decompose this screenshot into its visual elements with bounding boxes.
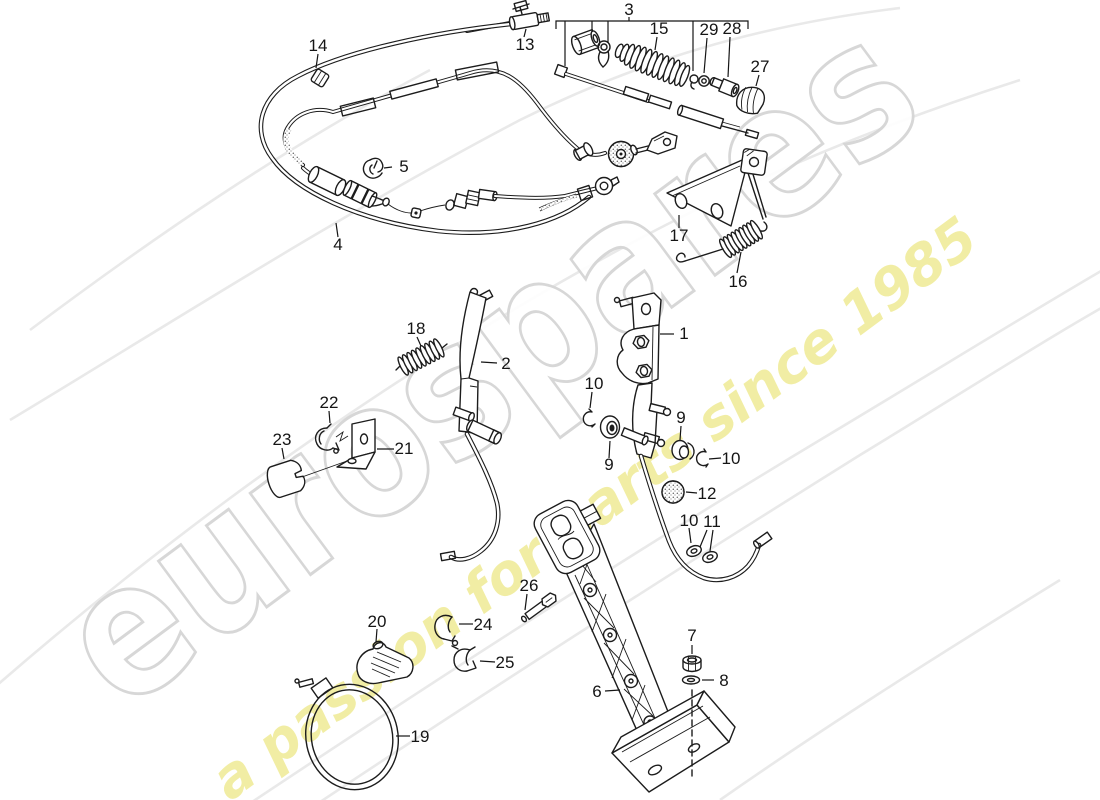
part-label-17: 17 (670, 226, 689, 245)
part-label-10b: 10 (722, 449, 741, 468)
part-label-20: 20 (368, 612, 387, 631)
part-label-3: 3 (624, 0, 633, 19)
cap-12 (661, 480, 685, 504)
part-label-16: 16 (729, 272, 748, 291)
part-label-5: 5 (399, 157, 408, 176)
part-label-12: 12 (698, 484, 717, 503)
part-label-4: 4 (333, 235, 342, 254)
grommet-23 (266, 459, 306, 499)
part-labels: 3 13 14 15 29 28 27 5 4 17 16 18 2 1 10 … (273, 0, 770, 746)
part-label-7: 7 (687, 626, 696, 645)
lever-2-group (395, 287, 503, 562)
pedal-6-group (294, 499, 736, 793)
part-label-18: 18 (407, 319, 426, 338)
part-label-1: 1 (679, 324, 688, 343)
keeper-clip (689, 74, 699, 90)
cable-end-sleeve (307, 165, 347, 197)
spring-16 (675, 219, 768, 263)
part-label-15: 15 (650, 19, 669, 38)
part-label-11: 11 (703, 512, 721, 531)
part-label-10a: 10 (585, 374, 604, 393)
nut-7 (682, 655, 702, 673)
part-label-21: 21 (395, 439, 414, 458)
adjuster-r-clip (597, 40, 611, 68)
part-label-28: 28 (723, 19, 742, 38)
part-label-9b: 9 (676, 408, 685, 427)
part-label-23: 23 (273, 430, 292, 449)
part-label-27: 27 (751, 57, 770, 76)
part-label-25: 25 (496, 653, 515, 672)
pedal-pad (533, 499, 601, 575)
part-label-26: 26 (520, 576, 539, 595)
washer-29 (698, 75, 710, 87)
pedal-rubber-20 (356, 640, 414, 685)
adjuster-exploded-group (553, 28, 766, 140)
bracket-17-group (666, 148, 768, 263)
part-label-13: 13 (516, 35, 535, 54)
cable-adjuster-13 (508, 0, 551, 31)
pedal-base (611, 689, 736, 793)
washer-8 (681, 675, 701, 685)
cable-disc-fitting (573, 131, 678, 168)
bushing-group-right (671, 439, 709, 468)
part-label-2: 2 (501, 354, 510, 373)
bushing-group-left (582, 408, 649, 446)
part-label-9a: 9 (604, 455, 613, 474)
cap-27 (736, 86, 766, 115)
mount-21-22-23 (266, 418, 376, 499)
cable-eyelet-end (538, 176, 620, 212)
clip-24 (434, 614, 459, 650)
adjuster-rod (553, 63, 760, 140)
bracket-1-group (582, 292, 773, 583)
part-label-29: 29 (700, 20, 719, 39)
part-label-6: 6 (592, 682, 601, 701)
part-label-14: 14 (309, 36, 328, 55)
clamp-ring-19 (294, 677, 400, 791)
spring-18 (397, 338, 445, 376)
clamp-22 (314, 423, 340, 454)
part-label-19: 19 (411, 727, 430, 746)
part-label-10c: 10 (680, 511, 699, 530)
retainer-clip-5 (362, 157, 384, 179)
clip-25 (453, 646, 477, 672)
spring-15 (614, 43, 691, 87)
rod-washers-10-11 (686, 544, 718, 564)
part-label-24: 24 (474, 615, 493, 634)
cable-ferrule-stack (342, 179, 378, 209)
adjuster-nut (570, 28, 601, 56)
cable-sheath-ferrule (339, 61, 500, 117)
part-label-8: 8 (719, 671, 728, 690)
cable-nipple (410, 207, 422, 219)
throttle-cable-assembly (258, 0, 678, 235)
part-label-22: 22 (320, 393, 339, 412)
bolt-26 (520, 592, 557, 623)
cable-clip-14 (310, 68, 330, 88)
pin-28 (709, 76, 740, 98)
